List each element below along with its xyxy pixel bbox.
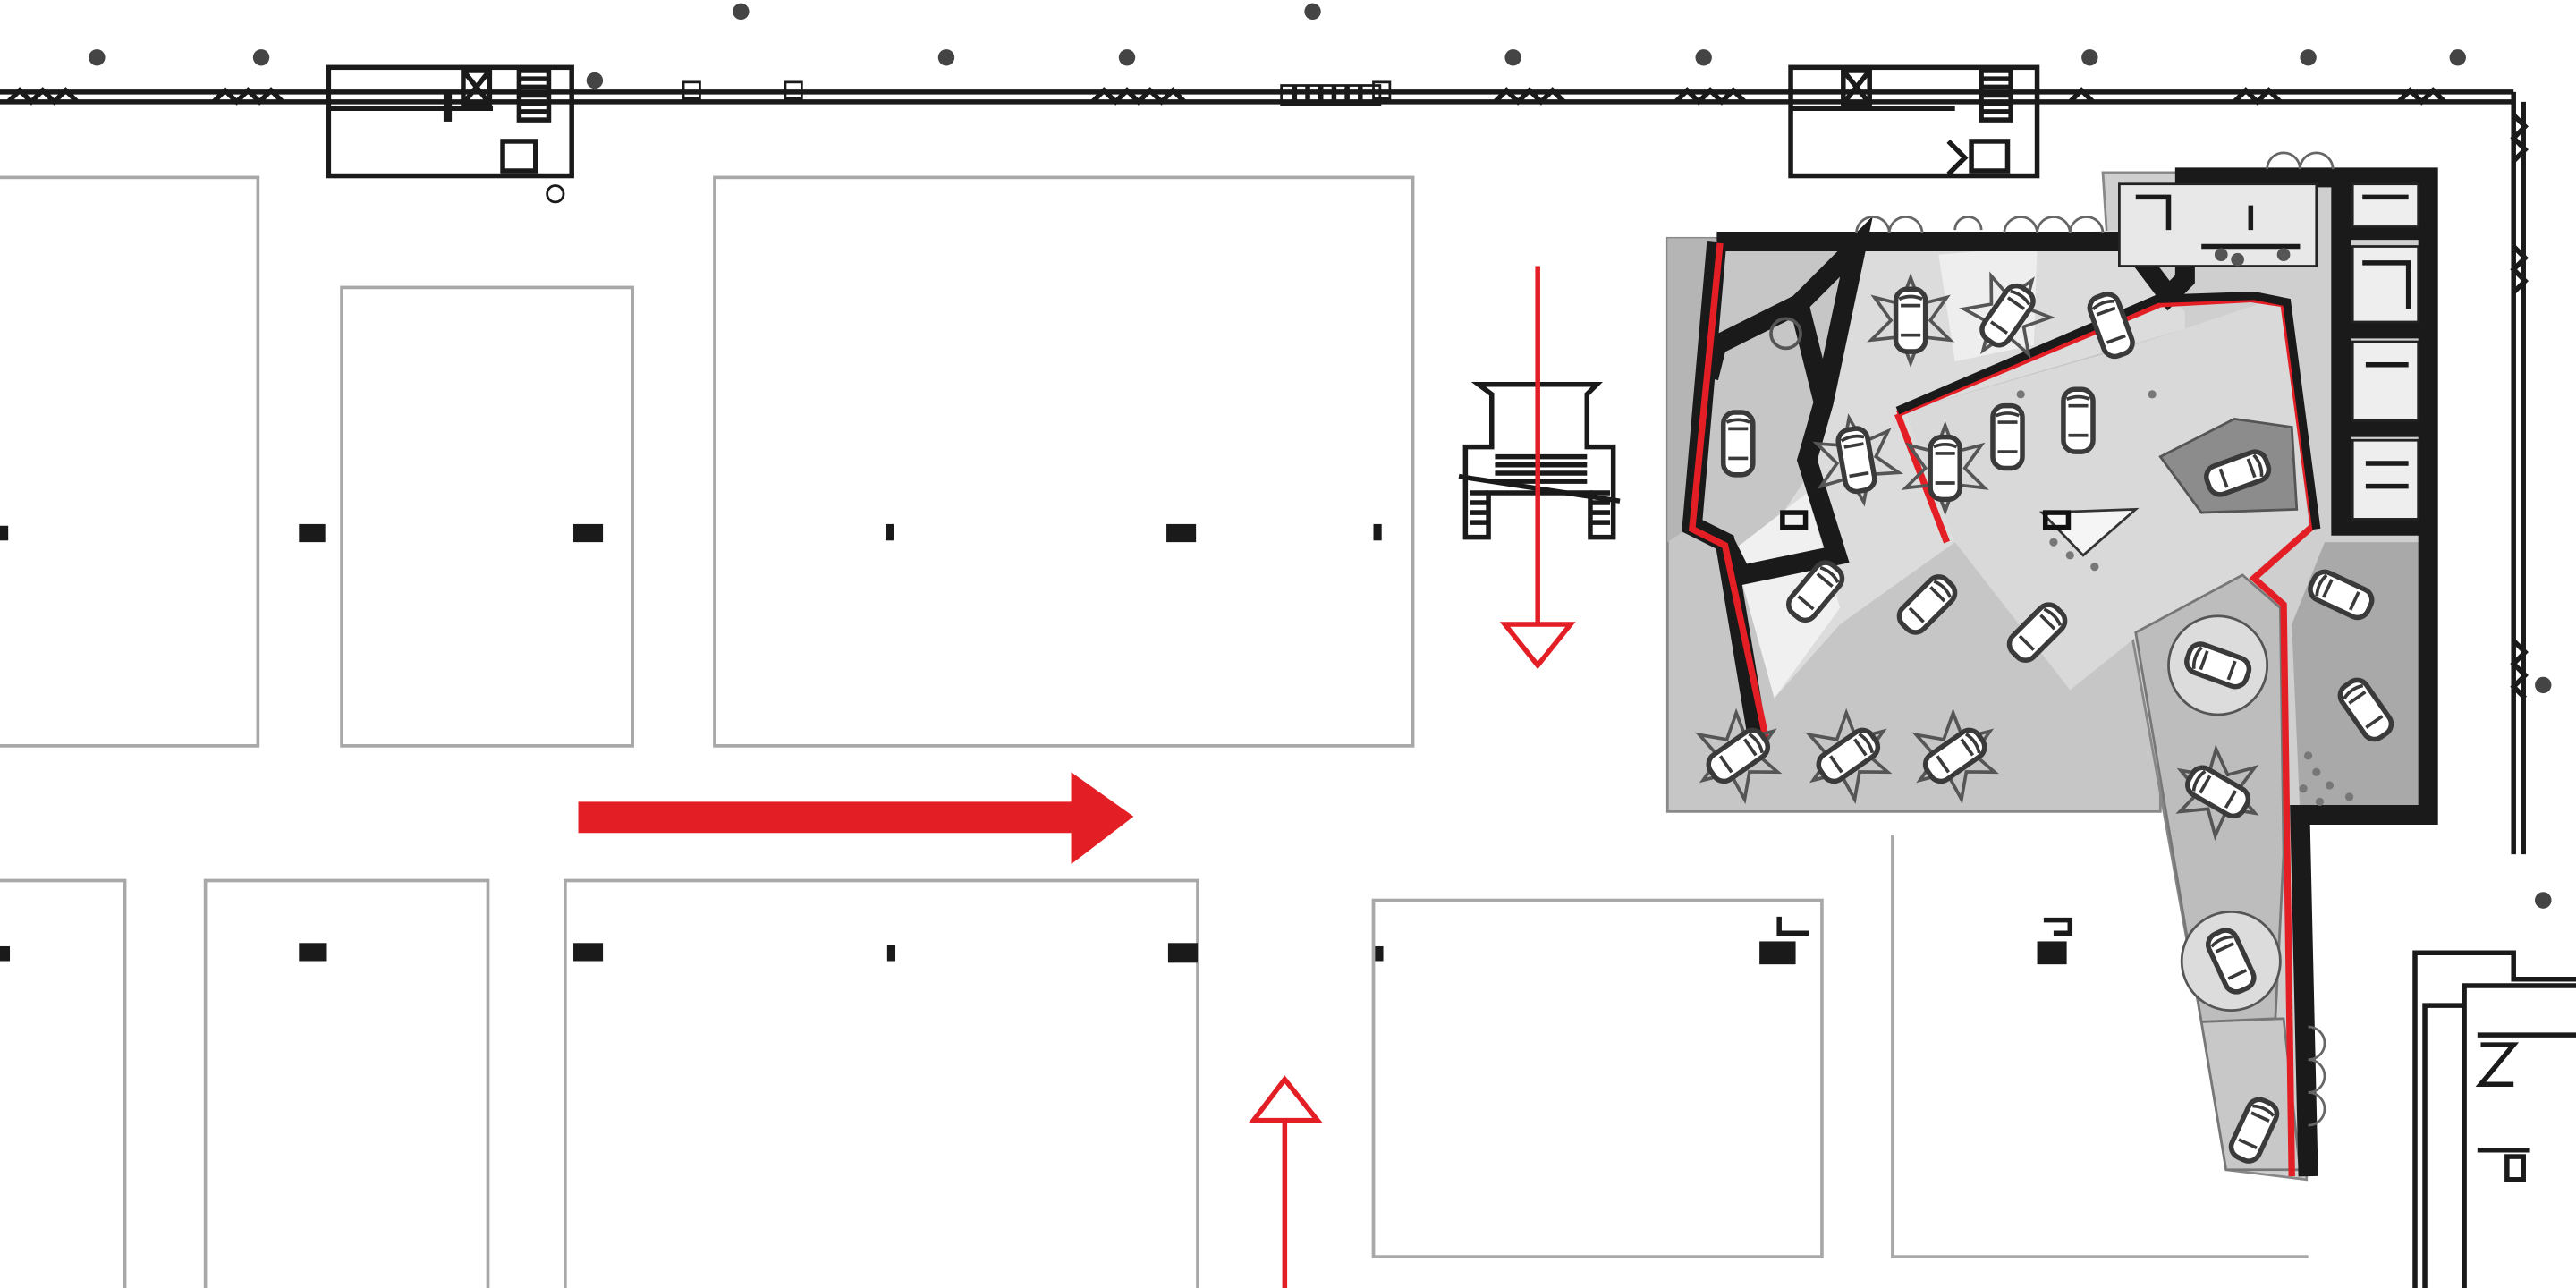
pillar — [1166, 523, 1197, 543]
pillar — [573, 943, 604, 962]
column-icon — [89, 49, 106, 66]
stand-outline — [564, 878, 1199, 1288]
pillar — [1759, 941, 1796, 965]
column-icon — [2449, 49, 2466, 66]
column-icon — [1504, 49, 1521, 66]
car-icon — [1724, 412, 1753, 475]
featured-booth — [1665, 151, 2438, 1182]
pillar — [2037, 941, 2067, 965]
stand-outline — [0, 878, 127, 1288]
pillar — [573, 523, 604, 543]
pillar — [1167, 943, 1198, 963]
pillar — [1375, 945, 1384, 962]
column-icon — [1304, 3, 1321, 21]
booth-wall-right-stack — [2331, 177, 2428, 536]
stand-outline — [340, 285, 634, 748]
top-facade — [0, 80, 2529, 855]
pillar — [0, 945, 11, 962]
service-core-left — [326, 64, 574, 204]
arrow-right-icon — [578, 772, 1134, 865]
stand-outline — [1371, 898, 1824, 1258]
car-icon — [1993, 406, 2022, 469]
column-icon — [1118, 49, 1136, 66]
column-icon — [1695, 49, 1712, 66]
hall-pillars — [0, 523, 2073, 965]
stand-outline — [713, 175, 1415, 748]
pillar — [1373, 523, 1382, 541]
stand-outline — [203, 878, 490, 1288]
column-icon — [586, 72, 604, 89]
column-icon — [2300, 49, 2317, 66]
stand-outline — [0, 175, 260, 748]
pillar — [886, 523, 894, 541]
building-corner — [2412, 892, 2576, 1288]
pillar — [299, 523, 326, 543]
service-core-right — [1788, 64, 2040, 179]
pillar — [299, 943, 327, 962]
car-icon — [2063, 389, 2093, 452]
booth-wall-inner-b — [1712, 216, 1873, 587]
column-icon — [2081, 49, 2098, 66]
booth-offices — [2118, 182, 2420, 521]
arrow-down-icon — [1499, 266, 1576, 670]
column-icon — [937, 49, 955, 66]
empty-stands-top-row — [0, 175, 1415, 748]
pillar — [886, 945, 896, 962]
arrow-up-icon — [1248, 1075, 1323, 1288]
column-icon — [2535, 676, 2552, 694]
pillar — [0, 525, 9, 541]
column-icon — [252, 49, 270, 66]
empty-stands-bottom-row — [0, 835, 2309, 1288]
column-icon — [733, 3, 750, 21]
